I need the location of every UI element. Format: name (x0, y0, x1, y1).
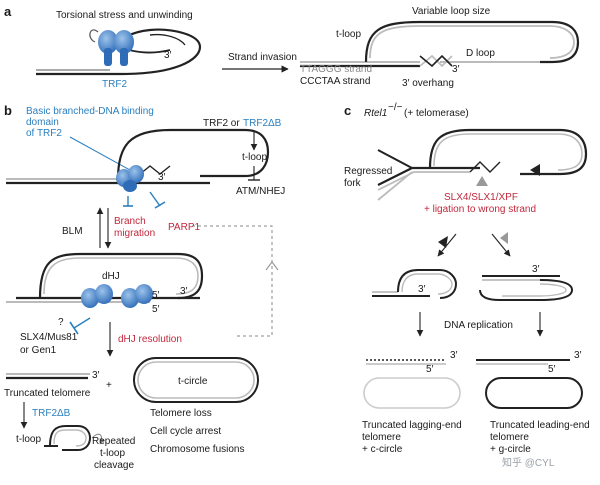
three-prime-c4: 3′ (574, 350, 582, 361)
panel-a: a Torsional stress and unwinding 3′ TRF2… (4, 4, 580, 90)
panel-b-label: b (4, 103, 12, 118)
arrow-right-branch (491, 233, 511, 257)
watermark: 知乎 @CYL (502, 456, 555, 469)
three-prime-c1: 3′ (418, 284, 426, 295)
three-prime-b1: 3′ (158, 172, 166, 183)
t-circle-shape (133, 357, 259, 403)
truncated-telomere-label: Truncated telomere (4, 388, 91, 399)
three-prime-a2: 3′ (452, 64, 460, 75)
repeat-arrow (91, 433, 106, 445)
five-prime-b2: 5′ (152, 304, 160, 315)
t-loop-structure-a (300, 20, 580, 68)
trf2-label: TRF2 (102, 79, 127, 90)
three-prime-b3: 3′ (92, 370, 100, 381)
five-prime-c4: 5′ (548, 364, 556, 375)
lagging-line1: Truncated lagging-end (362, 420, 462, 431)
branch-migration-2: migration (114, 228, 155, 239)
strand-invasion-label: Strand invasion (228, 52, 297, 63)
five-prime-c3: 5′ (426, 364, 434, 375)
panel-b: b Basic branched-DNA binding domain of T… (4, 103, 285, 471)
ttaggg-strand-label: TTAGGG strand (300, 64, 372, 75)
dhj-resolution-label: dHJ resolution (118, 334, 182, 345)
t-loop-label-b2: t-loop (16, 434, 41, 445)
variable-loop-label: Variable loop size (412, 6, 491, 17)
repeated-line1: Repeated (92, 436, 135, 447)
slx4-line1: SLX4/Mus81 (20, 332, 78, 343)
basic-domain-line1: Basic branched-DNA binding (26, 106, 154, 117)
t-loop-label-a: t-loop (336, 29, 361, 40)
plus-sign: + (106, 380, 112, 391)
regressed-fork-1: Regressed (344, 166, 392, 177)
repeated-line3: cleavage (94, 460, 134, 471)
t-loop-structure-b (6, 128, 270, 185)
five-prime-b1: 5′ (152, 290, 160, 301)
dhj-structure (6, 252, 204, 303)
ccctaa-strand-label: CCCTAA strand (300, 76, 370, 87)
panel-c: c Rtel1 −/− (+ telomerase) Regressed for… (344, 102, 590, 455)
leading-line3: + g-circle (490, 444, 531, 455)
regressed-fork-structure (377, 128, 588, 201)
black-cut-triangle (530, 164, 540, 176)
trf2-delta-b-top: TRF2ΔB (243, 118, 282, 129)
leading-line2: telomere (490, 432, 529, 443)
trf2-or-text: TRF2 or (203, 118, 240, 129)
grey-cut-triangle (476, 176, 488, 186)
panel-c-label: c (344, 103, 351, 118)
c-circle-shape (363, 377, 461, 409)
three-prime-b2: 3′ (180, 286, 188, 297)
three-prime-a: 3′ (164, 50, 172, 61)
g-circle-shape (485, 377, 583, 409)
small-t-loop (44, 425, 92, 451)
dhj-proteins (81, 284, 153, 308)
dhj-label: dHJ (102, 271, 120, 282)
inhibit-blue-2 (149, 191, 161, 207)
lagging-line2: telomere (362, 432, 401, 443)
torsion-text: Torsional stress and unwinding (56, 10, 193, 21)
outcome-cell-cycle-arrest: Cell cycle arrest (150, 426, 221, 437)
three-prime-c3: 3′ (450, 350, 458, 361)
three-prime-c2: 3′ (532, 264, 540, 275)
trf2-delta-b-bottom: TRF2ΔB (32, 408, 71, 419)
basic-domain-line3: of TRF2 (26, 128, 62, 139)
left-branch-triangle (438, 236, 448, 248)
right-branch-triangle (500, 232, 508, 244)
overhang-label: 3′ overhang (402, 78, 454, 89)
ligation-label: + ligation to wrong strand (424, 204, 536, 215)
inhibit-blue-2-bar (154, 201, 166, 209)
dashed-path (192, 225, 273, 337)
branch-migration-1: Branch (114, 216, 146, 227)
rtel1-sup: −/− (388, 102, 403, 113)
dashed-arrowhead (265, 261, 279, 271)
dna-replication-label: DNA replication (444, 320, 513, 331)
d-loop-label: D loop (466, 48, 495, 59)
regressed-fork-2: fork (344, 178, 362, 189)
rtel1-label: Rtel1 (364, 108, 387, 119)
inhibit-blue-3 (73, 317, 91, 329)
t-circle-inner (137, 361, 255, 399)
panel-a-label: a (4, 4, 12, 19)
t-circle-label: t-circle (178, 376, 208, 387)
rtel1-suffix: (+ telomerase) (404, 108, 469, 119)
inhibit-blue-3-bar (69, 321, 79, 335)
blm-label: BLM (62, 226, 83, 237)
outcome-chromosome-fusions: Chromosome fusions (150, 444, 244, 455)
atm-nhej-label: ATM/NHEJ (236, 186, 285, 197)
question-mark: ? (58, 317, 64, 328)
right-product (479, 275, 574, 301)
repeated-line2: t-loop (100, 448, 125, 459)
parp1-label: PARP1 (168, 222, 200, 233)
nucleases-label: SLX4/SLX1/XPF (444, 192, 518, 203)
trf2-protein-b (116, 165, 144, 192)
left-product (372, 269, 458, 299)
slx4-line2: or Gen1 (20, 345, 57, 356)
lagging-line3: + c-circle (362, 444, 403, 455)
leading-line1: Truncated leading-end (490, 420, 590, 431)
basic-domain-line2: domain (26, 117, 59, 128)
outcome-telomere-loss: Telomere loss (150, 408, 212, 419)
trf2-protein-a (98, 30, 134, 66)
t-loop-label-b: t-loop (242, 152, 267, 163)
arrow-left-branch (437, 233, 457, 257)
